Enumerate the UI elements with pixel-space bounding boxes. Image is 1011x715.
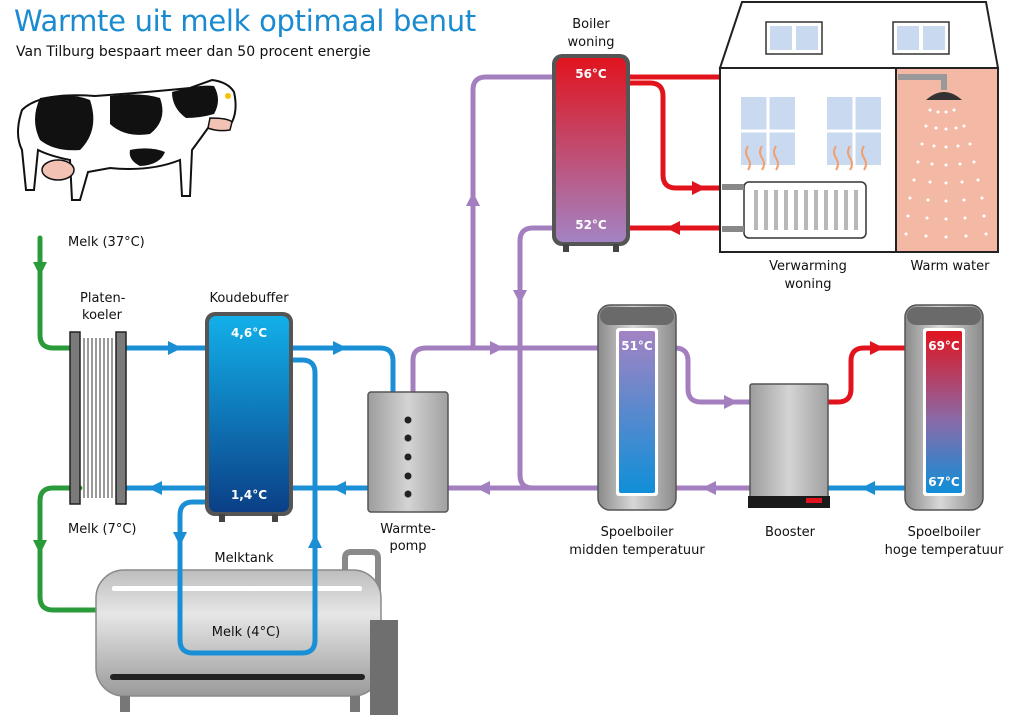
rinse-boiler-high xyxy=(904,304,984,511)
label-heat-pump-1: Warmte- xyxy=(380,522,436,537)
label-rinse-high-1: Spoelboiler xyxy=(908,525,981,540)
arrow-right-icon xyxy=(490,341,504,355)
arrow-left-icon xyxy=(861,481,875,495)
arrow-right-icon xyxy=(692,181,706,195)
arrow-right-icon xyxy=(870,341,884,355)
tank-loop-pipe xyxy=(177,560,318,656)
boiler-top-temp: 56°C xyxy=(575,67,607,81)
spoel-high-bottom-temp: 67°C xyxy=(928,475,960,489)
booster-unit xyxy=(748,383,830,508)
milk-in-pipe xyxy=(37,235,81,351)
spoel-mid-temp: 51°C xyxy=(621,339,653,353)
arrow-down-icon xyxy=(33,262,47,276)
plate-cooler xyxy=(69,331,127,505)
label-rinse-medium-1: Spoelboiler xyxy=(601,525,674,540)
label-boiler-2: woning xyxy=(568,35,615,50)
arrow-up-icon xyxy=(466,192,480,206)
heat-pump xyxy=(367,391,449,513)
label-booster: Booster xyxy=(765,525,816,540)
house-boiler xyxy=(552,54,630,252)
label-cold-buffer: Koudebuffer xyxy=(209,291,289,306)
arrow-right-icon xyxy=(724,395,738,409)
spoel-to-booster-pipe xyxy=(672,345,753,405)
spoel-high-top-temp: 69°C xyxy=(928,339,960,353)
label-plate-cooler-1: Platen- xyxy=(80,291,126,306)
arrow-up-icon xyxy=(308,534,322,548)
rinse-boiler-medium xyxy=(597,304,677,511)
label-rinse-medium-2: midden temperatuur xyxy=(569,543,705,558)
house xyxy=(718,0,1000,253)
arrow-right-icon xyxy=(168,341,182,355)
milk-out-pipe xyxy=(37,485,103,613)
arrow-down-icon xyxy=(513,290,527,304)
boiler-return-pipe xyxy=(517,225,555,491)
arrow-left-icon xyxy=(666,221,680,235)
booster-to-spoel-hoog-pipe xyxy=(825,345,908,405)
arrow-left-icon xyxy=(476,481,490,495)
buffer-top-temp: 4,6°C xyxy=(231,326,267,340)
milk-tank xyxy=(95,549,398,715)
label-heating-1: Verwarming xyxy=(769,259,847,274)
buffer-bottom-temp: 1,4°C xyxy=(231,488,267,502)
buffer-to-heatpump-pipe xyxy=(290,345,396,395)
flow-arrows xyxy=(33,70,884,554)
arrow-right-icon xyxy=(333,341,347,355)
arrow-left-icon xyxy=(332,481,346,495)
boiler-to-radiator-pipe xyxy=(627,80,738,191)
warm-pipes xyxy=(410,74,753,491)
label-milk-in: Melk (37°C) xyxy=(68,235,145,250)
label-boiler-1: Boiler xyxy=(572,17,610,32)
arrow-down-icon xyxy=(173,532,187,546)
arrow-left-icon xyxy=(702,481,716,495)
label-milk-tank-temp: Melk (4°C) xyxy=(212,625,280,640)
boiler-bottom-temp: 52°C xyxy=(575,218,607,232)
heatpump-to-spoel-pipe xyxy=(410,345,601,395)
page-title: Warmte uit melk optimaal benut xyxy=(14,4,476,38)
label-rinse-high-2: hoge temperatuur xyxy=(885,543,1004,558)
heatpump-to-boiler-pipe xyxy=(470,74,555,351)
label-milk-tank: Melktank xyxy=(214,551,274,566)
label-milk-out: Melk (7°C) xyxy=(68,522,136,537)
label-warm-water: Warm water xyxy=(911,259,991,274)
label-plate-cooler-2: koeler xyxy=(82,308,123,323)
arrow-down-icon xyxy=(33,540,47,554)
arrow-left-icon xyxy=(148,481,162,495)
label-heat-pump-2: pomp xyxy=(389,539,426,554)
page-subtitle: Van Tilburg bespaart meer dan 50 procent… xyxy=(16,44,371,60)
cow-illustration xyxy=(17,78,237,201)
label-heating-2: woning xyxy=(785,277,832,292)
cold-buffer-tank xyxy=(205,312,293,522)
